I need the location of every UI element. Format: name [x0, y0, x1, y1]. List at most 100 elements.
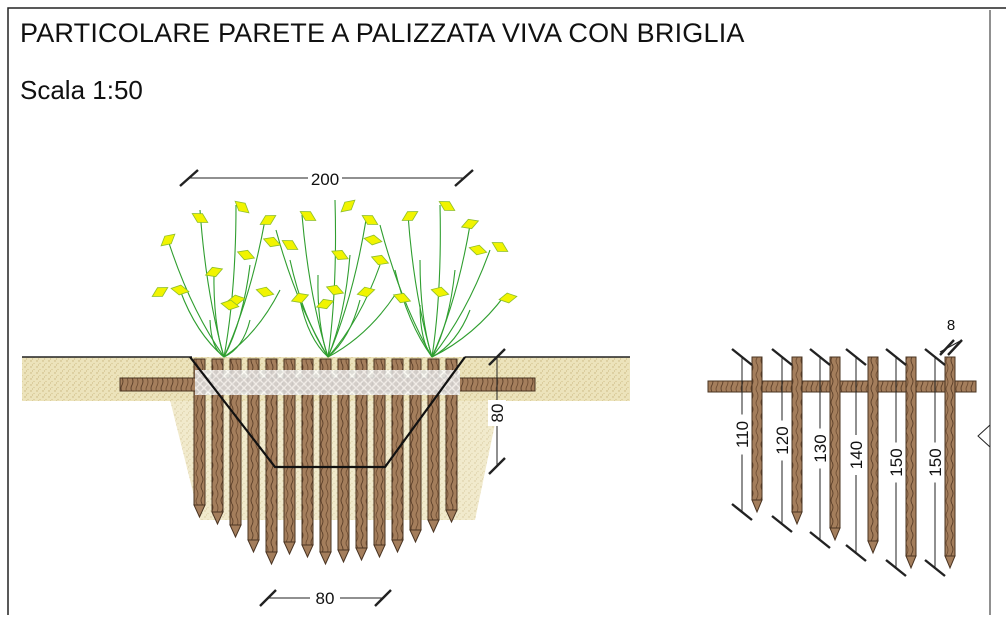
stake-tip [229, 524, 242, 539]
dimension-depth-label: 80 [488, 404, 507, 423]
stake-tip [319, 551, 332, 566]
stake-tip [391, 539, 404, 554]
leaf [290, 292, 310, 304]
leaf [220, 299, 240, 311]
dimension-top-label: 200 [311, 170, 339, 189]
stake-tip [283, 541, 296, 556]
leaf [255, 286, 275, 298]
branch [327, 199, 337, 358]
leaf [160, 233, 176, 247]
dimension-depth: 80 [488, 348, 507, 475]
branch [379, 224, 433, 358]
stake-tip [337, 549, 350, 564]
branch [407, 214, 433, 358]
post-length-label: 130 [811, 434, 830, 462]
leaf [170, 284, 190, 296]
stake-tip [247, 539, 260, 554]
elevation-post [791, 356, 803, 513]
stake-tip [355, 547, 368, 562]
elevation-post [829, 356, 841, 529]
length-dimension-tick [924, 559, 946, 577]
leaf [315, 298, 335, 310]
length-dimension-tick [845, 544, 867, 562]
leaf [468, 244, 488, 256]
post-length-label: 110 [733, 421, 752, 448]
branch [289, 259, 329, 358]
length-dimension-tick [771, 348, 793, 366]
stake-tip [211, 511, 224, 526]
elevation-beam [707, 380, 977, 393]
elevation-post-tip [905, 555, 917, 570]
leaf [361, 215, 379, 225]
leaf [331, 250, 349, 260]
stake-tip [445, 509, 458, 524]
elevation-post [867, 356, 879, 542]
length-dimension-tick [809, 348, 831, 366]
stake-tip [373, 544, 386, 559]
branch [301, 214, 329, 358]
branch [299, 299, 329, 358]
vegetation [151, 199, 518, 358]
dimension-bottom-label: 80 [316, 589, 335, 608]
elevation-post-tip [867, 540, 879, 555]
leaf [262, 236, 282, 248]
posts-group [193, 358, 458, 566]
stake-tip [427, 519, 440, 534]
length-dimension-tick [924, 348, 946, 366]
length-dimension-tick [885, 559, 907, 577]
post-length-label: 150 [887, 448, 906, 476]
branch [223, 264, 251, 358]
leaf [191, 213, 209, 223]
length-dimension-tick [731, 503, 753, 521]
leaf [340, 199, 356, 213]
branch [431, 309, 471, 358]
post-length-label: 140 [847, 441, 866, 469]
stake-tip [301, 544, 314, 559]
branch [419, 304, 433, 358]
leaf [299, 211, 317, 221]
leaf [259, 215, 277, 225]
stake-tip [193, 504, 206, 519]
leaf [498, 292, 518, 304]
dimension-diameter: 8 [939, 317, 963, 356]
branch [209, 319, 225, 358]
break-symbol [977, 424, 991, 448]
length-dimension-tick [771, 515, 793, 533]
branch [431, 269, 456, 358]
section-view: 200 80 80 [22, 168, 630, 608]
leaf [151, 287, 169, 297]
trench-outline [189, 356, 466, 469]
branch [327, 299, 361, 358]
post-length-label: 150 [926, 448, 945, 476]
leaf [491, 242, 509, 252]
branch [431, 204, 441, 358]
branch [223, 204, 237, 358]
woven-band [195, 370, 460, 395]
branch [431, 294, 506, 358]
length-dimension-tick [731, 348, 753, 366]
branch [419, 259, 433, 358]
dimension-top: 200 [179, 168, 474, 189]
elevation-post-tip [829, 527, 841, 542]
elevation-post [905, 356, 917, 557]
branch [327, 219, 367, 358]
leaf [401, 211, 419, 221]
leaf [325, 284, 345, 296]
branch [223, 319, 251, 358]
elevation-post [751, 356, 763, 501]
leaf [460, 218, 480, 230]
elevation-post-tip [751, 499, 763, 514]
length-dimension-tick [809, 531, 831, 549]
branch [213, 269, 225, 358]
leaf [204, 266, 224, 278]
branch [394, 269, 433, 358]
branch [327, 264, 381, 358]
elevation-post-tip [944, 555, 956, 570]
stake-tip [265, 551, 278, 566]
drawing-scale: Scala 1:50 [20, 75, 143, 105]
drawing-title: PARTICOLARE PARETE A PALIZZATA VIVA CON … [20, 18, 745, 48]
